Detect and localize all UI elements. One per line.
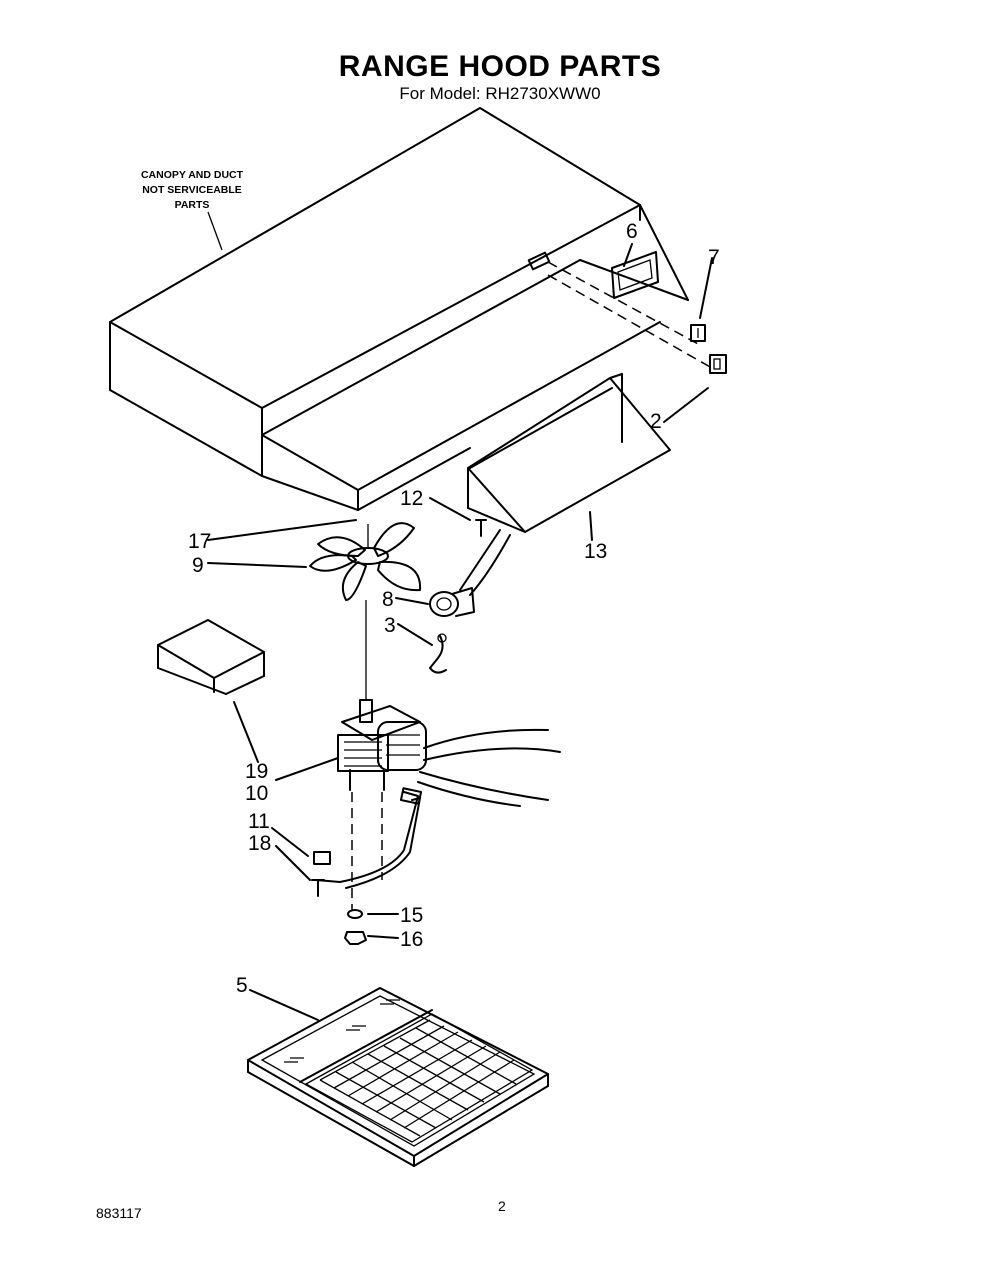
callout-3: 3 <box>384 614 396 637</box>
canopy-note: CANOPY AND DUCT NOT SERVICEABLE PARTS <box>118 168 266 213</box>
callout-19: 19 <box>245 760 268 783</box>
leader-17 <box>207 519 357 541</box>
page-number: 2 <box>498 1198 506 1214</box>
nut-16 <box>344 931 367 945</box>
leader-12 <box>429 497 471 521</box>
document-code: 883117 <box>96 1205 142 1221</box>
canopy-note-line-1: CANOPY AND DUCT <box>140 169 244 181</box>
callout-6: 6 <box>626 220 638 243</box>
dash-line-switch-7 <box>547 261 701 346</box>
callout-18: 18 <box>248 832 271 855</box>
leader-9 <box>207 562 307 568</box>
fan-blade-9 <box>309 522 422 601</box>
callout-5: 5 <box>236 974 248 997</box>
callout-13: 13 <box>584 540 607 563</box>
canopy-note-line-3: PARTS <box>174 199 210 211</box>
screw-18 <box>311 879 325 897</box>
housing-box-19 <box>157 619 265 695</box>
callout-11: 11 <box>248 810 270 833</box>
callout-10: 10 <box>245 782 268 805</box>
callout-12: 12 <box>400 487 423 510</box>
callout-7: 7 <box>708 246 720 269</box>
callout-9: 9 <box>192 554 204 577</box>
light-shield <box>467 373 671 533</box>
bracket-3 <box>429 633 447 674</box>
leader-6 <box>623 243 633 267</box>
hood-canopy <box>109 107 689 511</box>
leader-16 <box>367 935 399 939</box>
screw-12 <box>475 519 487 537</box>
light-socket-8 <box>429 587 475 617</box>
callout-17: 17 <box>188 530 211 553</box>
leader-13 <box>589 511 593 541</box>
leader-3 <box>397 623 433 646</box>
leader-18 <box>275 845 311 881</box>
canopy-note-line-2: NOT SERVICEABLE <box>142 184 242 196</box>
callout-2: 2 <box>650 410 662 433</box>
leader-5 <box>249 989 319 1021</box>
washer-15 <box>347 909 363 919</box>
switch-7 <box>690 324 706 342</box>
leader-19 <box>233 701 259 763</box>
callout-16: 16 <box>400 928 423 951</box>
leader-11 <box>271 827 309 857</box>
callout-15: 15 <box>400 904 423 927</box>
leader-7 <box>699 257 713 319</box>
model-subtitle: For Model: RH2730XWW0 <box>399 84 601 103</box>
leader-10 <box>275 757 339 781</box>
motor-10 <box>337 699 427 791</box>
switch-2 <box>709 354 727 374</box>
leader-8 <box>395 597 429 605</box>
dash-line-switch-2 <box>547 274 713 369</box>
grease-filter-5 <box>247 987 549 1167</box>
page-title: RANGE HOOD PARTS <box>338 50 662 83</box>
motor-bracket-11 <box>313 787 423 889</box>
callout-8: 8 <box>382 588 394 611</box>
leader-2 <box>663 387 709 423</box>
